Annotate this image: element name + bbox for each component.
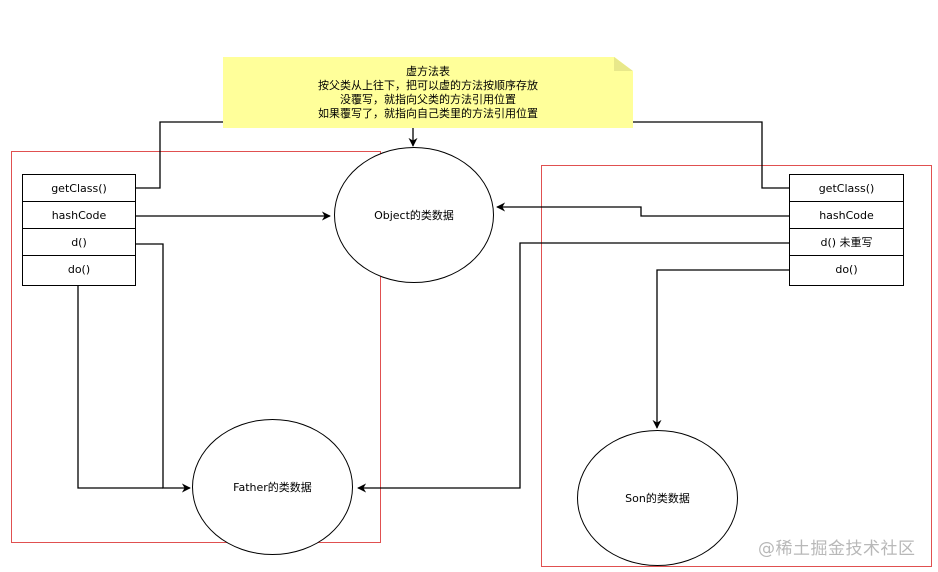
edge-son-hashcode-to-object <box>496 202 789 217</box>
edge-father-do-to-father <box>77 286 163 489</box>
son-row-do: do() <box>835 263 858 276</box>
edge-father-getclass-to-note <box>135 121 223 189</box>
son-method-table: getClass() hashCode d() 未重写 do() <box>789 174 904 286</box>
watermark: @稀土掘金技术社区 <box>758 539 916 559</box>
object-node-label: Object的类数据 <box>374 209 454 222</box>
son-row-d: d() 未重写 <box>790 229 903 256</box>
father-row-hashcode: hashCode <box>23 202 135 229</box>
edge-father-d-to-father <box>135 243 191 493</box>
father-method-table: getClass() hashCode d() do() <box>22 174 136 286</box>
edge-son-getclass-to-note <box>632 121 789 189</box>
note-line-2: 没覆写，就指向父类的方法引用位置 <box>340 92 516 106</box>
edge-son-d-to-father <box>357 242 789 493</box>
father-node-label: Father的类数据 <box>233 481 312 494</box>
son-row-hashcode: hashCode <box>790 202 903 229</box>
father-class-data-node: Father的类数据 <box>192 419 353 555</box>
son-node-label: Son的类数据 <box>625 492 690 505</box>
father-row-getclass: getClass() <box>23 175 135 202</box>
son-group-box <box>541 165 932 567</box>
note-line-1: 按父类从上往下，把可以虚的方法按顺序存放 <box>318 78 538 92</box>
edge-son-do-to-son <box>652 269 789 429</box>
vtable-note: 虚方法表 按父类从上往下，把可以虚的方法按顺序存放 没覆写，就指向父类的方法引用… <box>223 57 633 128</box>
father-row-d: d() <box>23 229 135 256</box>
note-title: 虚方法表 <box>406 64 450 78</box>
note-line-3: 如果覆写了，就指向自己类里的方法引用位置 <box>318 106 538 120</box>
father-group-box <box>11 151 381 543</box>
father-row-do: do() <box>67 263 91 276</box>
son-class-data-node: Son的类数据 <box>577 430 738 566</box>
object-class-data-node: Object的类数据 <box>334 147 494 283</box>
son-row-getclass: getClass() <box>790 175 903 202</box>
